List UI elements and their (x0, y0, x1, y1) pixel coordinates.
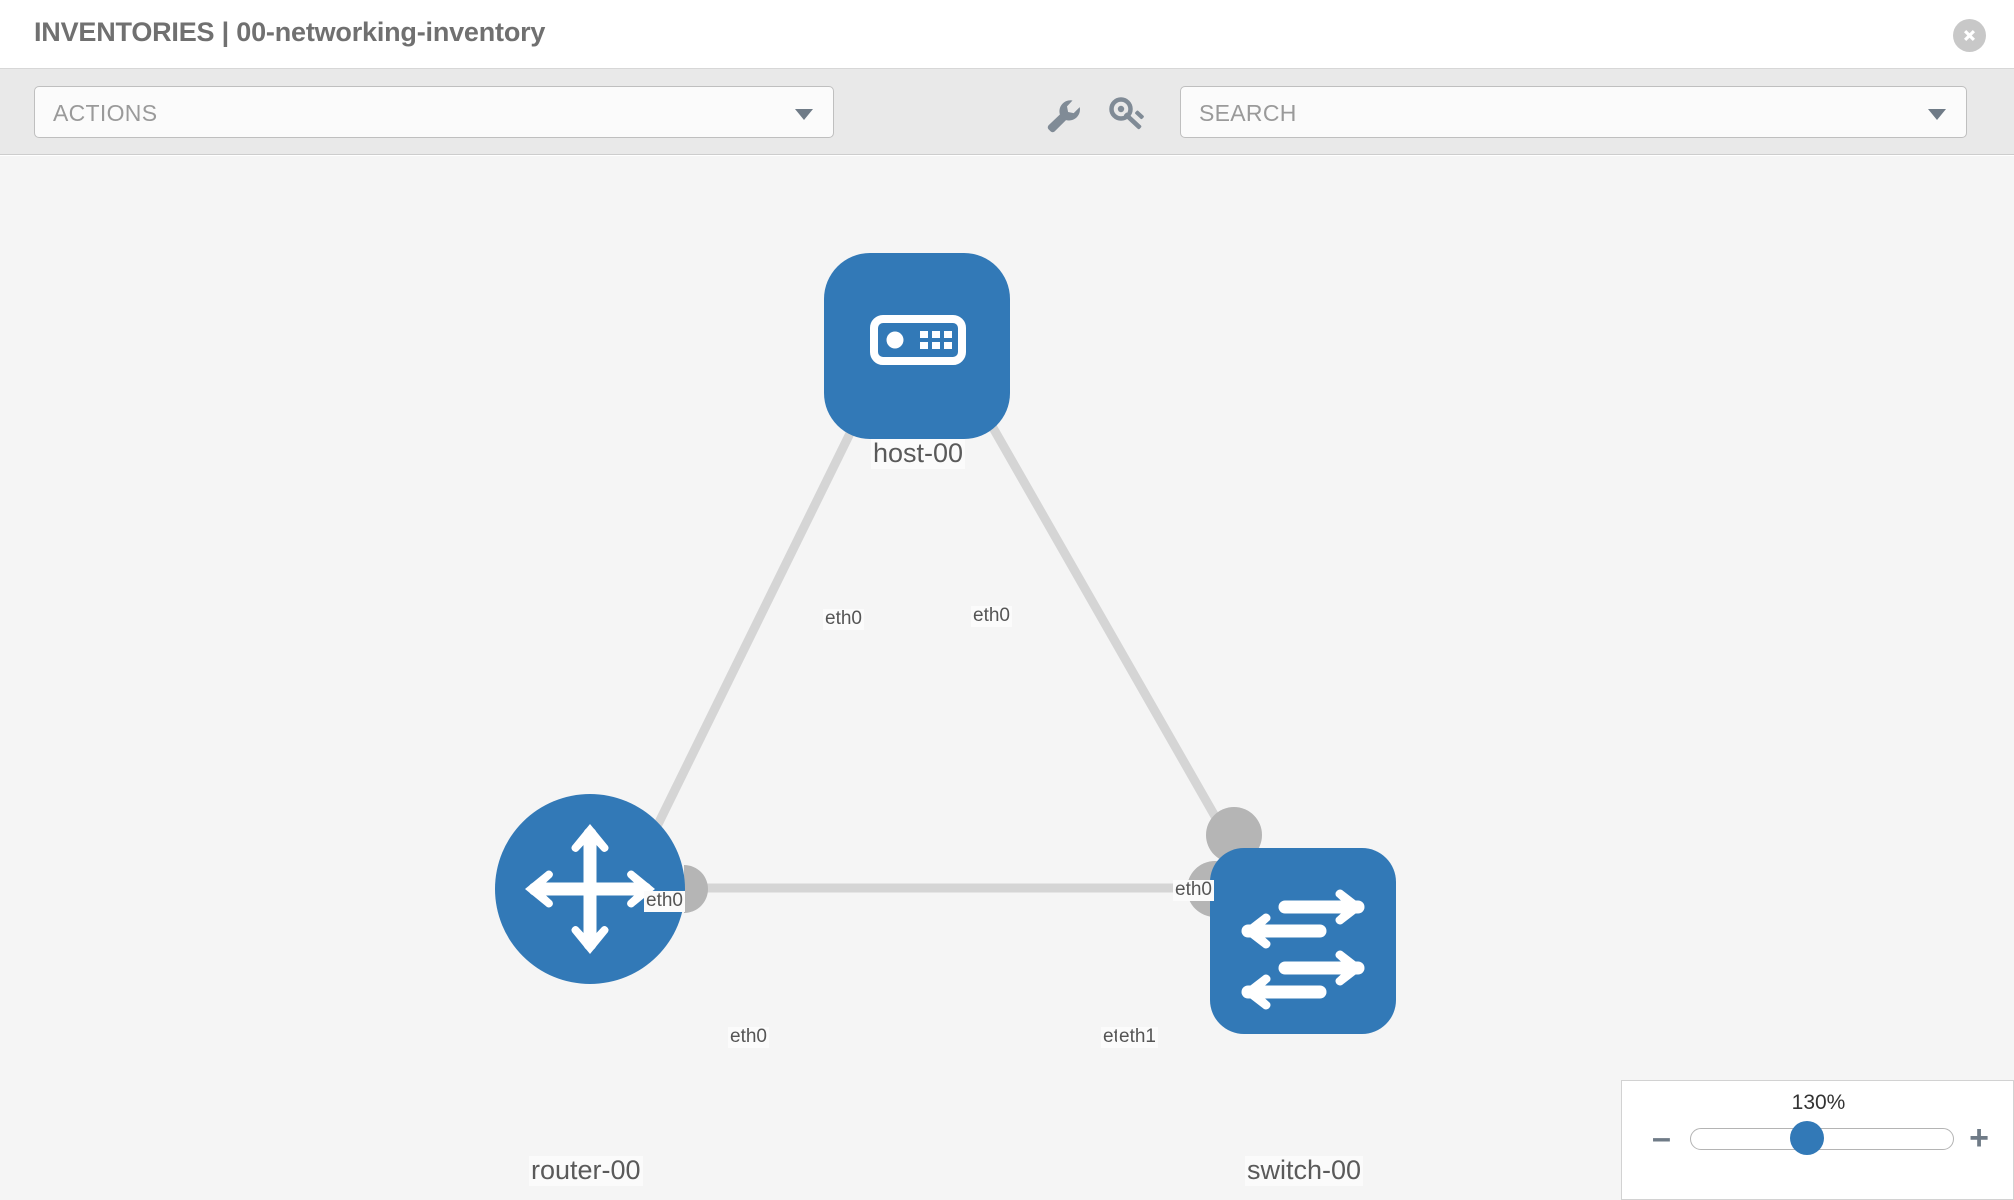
zoom-slider-thumb[interactable] (1790, 1121, 1824, 1155)
port-router-eth0-right[interactable] (684, 865, 708, 913)
topology-graph (495, 253, 1396, 1034)
iface-label-router-eth0-right: eth0 (728, 1026, 769, 1048)
actions-dropdown-label: ACTIONS (53, 100, 158, 126)
search-input[interactable]: SEARCH (1180, 86, 1967, 138)
chevron-down-icon (795, 109, 813, 120)
zoom-in-button[interactable]: + (1969, 1119, 1989, 1157)
search-placeholder: SEARCH (1199, 100, 1297, 126)
node-router-00[interactable] (495, 794, 685, 984)
node-label-router-00: router-00 (529, 1155, 643, 1186)
zoom-percent-label: 130% (1791, 1091, 1846, 1114)
iface-label-switch-eth1: eth1 (1117, 1026, 1158, 1048)
zoom-out-button[interactable]: – (1652, 1119, 1671, 1157)
actions-dropdown[interactable]: ACTIONS (34, 86, 834, 138)
node-label-host-00: host-00 (871, 438, 966, 469)
iface-label-router-eth0-top: eth0 (644, 890, 685, 912)
node-host-00[interactable] (824, 253, 1010, 439)
link-host-switch[interactable] (948, 353, 1236, 849)
chevron-down-icon[interactable] (1928, 109, 1946, 120)
page-header: INVENTORIES | 00-networking-inventory (0, 0, 2014, 69)
toolbar: ACTIONS SEARCH (0, 69, 2014, 155)
iface-label-host-eth0-right: eth0 (971, 605, 1012, 627)
iface-label-host-eth0-left: eth0 (823, 608, 864, 630)
key-icon[interactable] (1108, 97, 1148, 133)
close-icon[interactable] (1953, 19, 1986, 52)
wrench-icon[interactable] (1043, 97, 1083, 133)
zoom-control: 130% – + (1621, 1080, 2014, 1200)
node-label-switch-00: switch-00 (1245, 1155, 1364, 1186)
page-title: INVENTORIES | 00-networking-inventory (34, 17, 546, 47)
topology-canvas[interactable]: host-00 router-00 switch-00 eth0 eth0 et… (0, 156, 2014, 1200)
link-host-router[interactable] (635, 354, 893, 863)
iface-label-switch-eth0-top: eth0 (1173, 879, 1214, 901)
node-switch-00[interactable] (1210, 848, 1396, 1034)
